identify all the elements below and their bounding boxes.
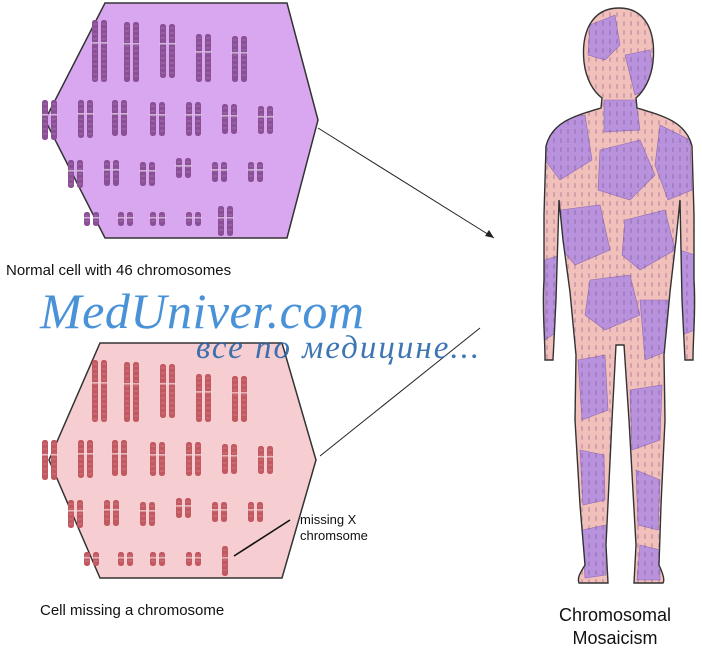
chromosome (118, 212, 124, 226)
chromosome (185, 498, 191, 518)
chromosome (231, 104, 237, 134)
chromosome (186, 212, 192, 226)
mosaic-patches (545, 15, 695, 580)
chromosome (248, 502, 254, 522)
chromosome (222, 104, 228, 134)
mosaic-patch (637, 545, 660, 580)
chromosome (186, 552, 192, 566)
chromosome (227, 206, 233, 236)
chromosome (112, 440, 118, 476)
missing-cell-caption: Cell missing a chromosome (40, 602, 224, 619)
mosaic-patch (630, 385, 662, 450)
chromosome (176, 498, 182, 518)
chromosome (212, 502, 218, 522)
chromosome (93, 212, 99, 226)
missing-cell (42, 343, 317, 578)
chromosome (176, 158, 182, 178)
watermark-tagline: все по медицине... (196, 330, 481, 367)
mosaic-body (540, 0, 700, 590)
missing-x-label-line2: chromsome (300, 528, 368, 544)
chromosome (112, 100, 118, 136)
chromosome (159, 552, 165, 566)
normal-cell-hexagon (45, 3, 318, 238)
mosaic-patch (580, 450, 605, 505)
chromosome (169, 364, 175, 418)
arrow-normal-to-body (318, 128, 494, 238)
chromosome (160, 364, 166, 418)
chromosome (231, 444, 237, 474)
chromosome (218, 206, 224, 236)
mosaic-patch (582, 525, 606, 578)
chromosome (121, 100, 127, 136)
chromosome (84, 552, 90, 566)
missing-x-label-line1: missing X (300, 512, 368, 528)
chromosome (169, 24, 175, 78)
chromosome (257, 162, 263, 182)
mosaic-patch (636, 470, 660, 530)
missing-x-label: missing X chromsome (300, 512, 368, 544)
normal-cell (42, 3, 319, 238)
chromosome (248, 162, 254, 182)
chromosome (221, 502, 227, 522)
chromosome (121, 440, 127, 476)
chromosome (185, 158, 191, 178)
chromosome (127, 552, 133, 566)
mosaicism-title-line2: Mosaicism (531, 627, 699, 650)
chromosome (93, 552, 99, 566)
chromosome (195, 552, 201, 566)
chromosome (221, 162, 227, 182)
mosaicism-title-line1: Chromosomal (531, 604, 699, 627)
chromosome (84, 212, 90, 226)
chromosome (222, 546, 228, 576)
chromosome (159, 212, 165, 226)
chromosome (195, 212, 201, 226)
chromosome (127, 212, 133, 226)
chromosome (150, 212, 156, 226)
mosaicism-title: Chromosomal Mosaicism (531, 604, 699, 650)
chromosome (160, 24, 166, 78)
normal-cell-caption: Normal cell with 46 chromosomes (6, 262, 231, 279)
chromosome (150, 552, 156, 566)
chromosome (118, 552, 124, 566)
chromosome (257, 502, 263, 522)
chromosome (222, 444, 228, 474)
chromosome (212, 162, 218, 182)
